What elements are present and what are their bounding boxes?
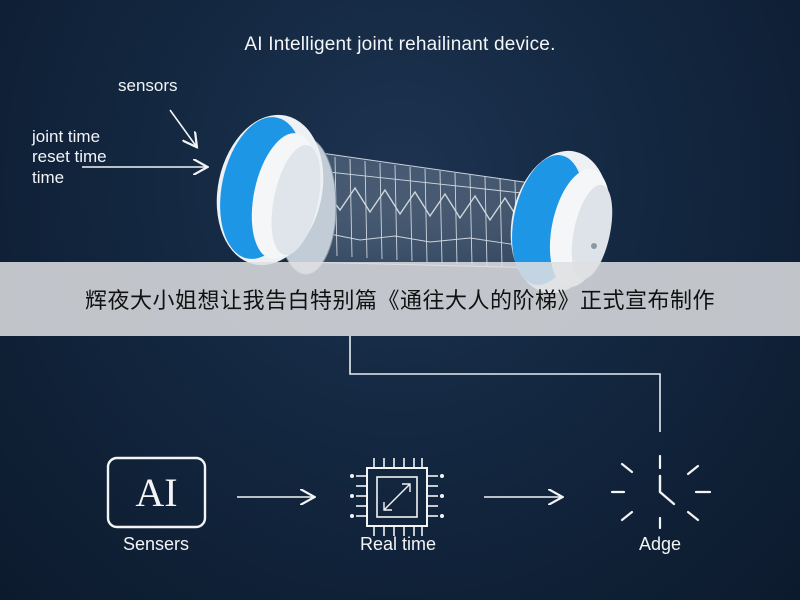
right-ring-center [571, 184, 613, 280]
left-ring-center [271, 145, 321, 255]
cpu-chip-icon [350, 458, 444, 536]
label-reset-time: reset time [32, 147, 107, 166]
banner-text: 辉夜大小姐想让我告白特别篇《通往大人的阶梯》正式宣布制作 [84, 289, 715, 314]
node-label-adge: Adge [638, 534, 682, 554]
ai-badge-text: AI [135, 470, 178, 515]
diagram-title: AI Intelligent joint rehailinant device. [244, 34, 556, 55]
clock-icon [610, 454, 712, 530]
ai-badge-icon [106, 456, 207, 529]
label-sensors: sensors [118, 76, 178, 95]
connector-line [349, 336, 661, 432]
arrow-sensors [169, 109, 196, 146]
right-ring-pin [591, 243, 597, 249]
node-label-sensers: Sensers [122, 534, 190, 554]
overlay-banner: 辉夜大小姐想让我告白特别篇《通往大人的阶梯》正式宣布制作 [0, 262, 800, 336]
label-joint-time: joint time [32, 127, 101, 146]
node-label-real-time: Real time [359, 534, 437, 554]
label-time: time [32, 168, 65, 187]
